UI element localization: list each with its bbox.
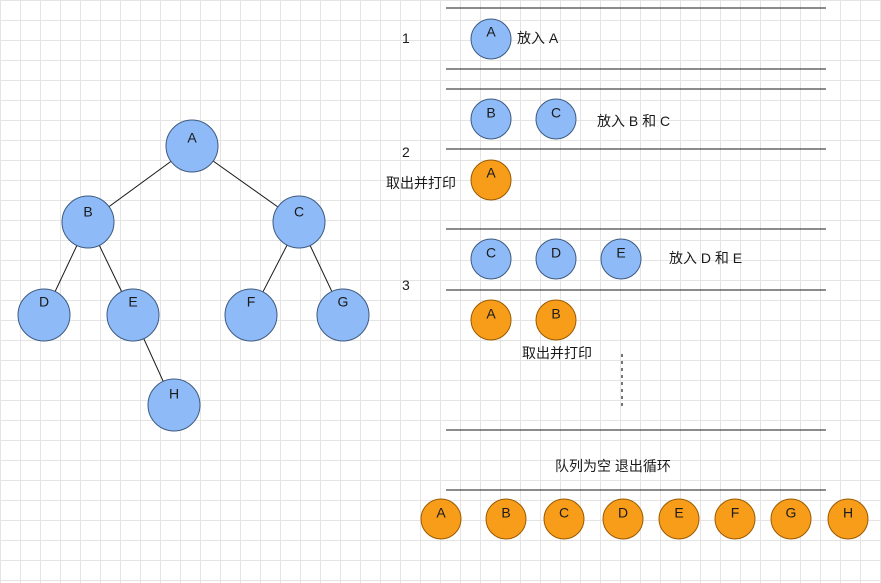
print-label: 取出并打印 (386, 175, 456, 191)
queue-node-label: A (486, 24, 496, 40)
result-node-label: A (436, 505, 446, 521)
result-node: E (658, 498, 700, 540)
tree-node-a: A (165, 119, 219, 173)
step-action: 放入 B 和 C (597, 113, 670, 129)
result-node: F (714, 498, 756, 540)
queue-node: B (470, 98, 512, 140)
result-node-label: H (843, 505, 853, 521)
queue-node-label: C (486, 245, 496, 261)
step-2: 2 B C 放入 B 和 C 取出并打印 A (386, 98, 670, 201)
step-number: 2 (402, 144, 410, 160)
tree-node-e: E (106, 288, 160, 342)
tree-node-c-label: C (294, 204, 304, 220)
tree-edges (43, 145, 344, 406)
tree-node-f: F (224, 288, 278, 342)
queue-node-label: D (551, 245, 561, 261)
step-3: 3 C D E 放入 D 和 E A B 取出并打印 (402, 238, 742, 361)
print-label: 取出并打印 (522, 345, 592, 361)
tree-node-h: H (147, 378, 201, 432)
result-row: A B C D E F G H (420, 498, 869, 540)
queue-node-label: C (551, 105, 561, 121)
result-node-label: F (731, 505, 740, 521)
result-node: B (485, 498, 527, 540)
printed-node-label: B (551, 306, 560, 322)
queue-node: C (470, 238, 512, 280)
tree-node-c: C (272, 195, 326, 249)
queue-node-label: E (616, 245, 625, 261)
printed-node-label: A (486, 165, 496, 181)
result-node: D (602, 498, 644, 540)
tree-node-b-label: B (83, 204, 92, 220)
result-node-label: B (501, 505, 510, 521)
result-node: A (420, 498, 462, 540)
printed-node-label: A (486, 306, 496, 322)
step-1: 1 A 放入 A (402, 18, 559, 60)
printed-node: B (535, 299, 577, 341)
step-action: 放入 A (517, 30, 559, 46)
queue-node: D (535, 238, 577, 280)
result-node-label: E (674, 505, 683, 521)
tree-node-g-label: G (338, 294, 349, 310)
result-node: C (543, 498, 585, 540)
tree-node-a-label: A (187, 130, 197, 146)
queue-node-label: B (486, 105, 495, 121)
printed-node: A (470, 299, 512, 341)
step-number: 1 (402, 30, 410, 46)
result-node: G (770, 498, 812, 540)
result-node-label: D (618, 505, 628, 521)
tree-node-f-label: F (247, 294, 256, 310)
tree-node-e-label: E (128, 294, 137, 310)
tree-node-b: B (61, 195, 115, 249)
result-node-label: C (559, 505, 569, 521)
end-label: 队列为空 退出循环 (555, 458, 671, 474)
printed-node: A (470, 159, 512, 201)
step-number: 3 (402, 277, 410, 293)
queue-node: A (470, 18, 512, 60)
tree-node-d-label: D (39, 294, 49, 310)
tree-node-d: D (17, 288, 71, 342)
tree-node-g: G (316, 288, 370, 342)
binary-tree: A B C D E F G H (17, 119, 370, 432)
queue-lines (446, 7, 826, 491)
result-node: H (827, 498, 869, 540)
result-node-label: G (786, 505, 797, 521)
queue-node: E (600, 238, 642, 280)
step-action: 放入 D 和 E (669, 250, 742, 266)
tree-node-h-label: H (169, 386, 179, 402)
queue-node: C (535, 98, 577, 140)
